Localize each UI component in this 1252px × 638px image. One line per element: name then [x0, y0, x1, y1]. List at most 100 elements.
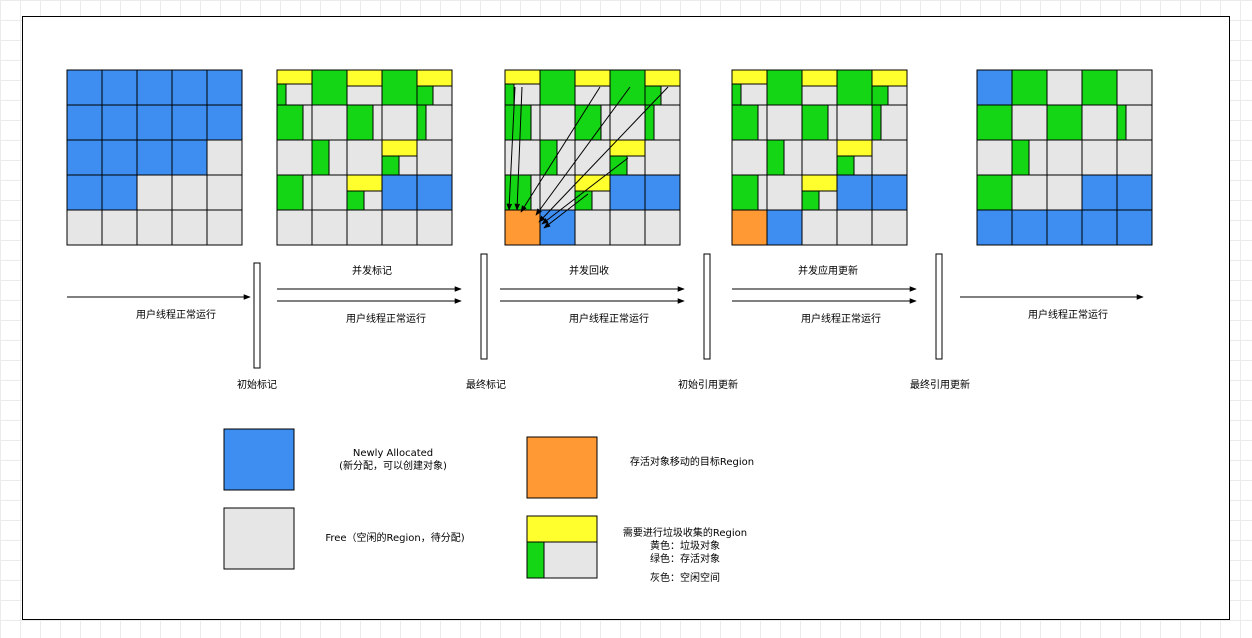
label-app-running-1: 用户线程正常运行 [136, 308, 216, 321]
legend-allocated-line1: Newly Allocated [352, 448, 434, 459]
region-cell [136, 139, 173, 176]
phase-final-mark: 最终标记 [466, 378, 506, 391]
legend-collect-yellow: 黄色：垃圾对象 [650, 541, 720, 552]
pause-bar-final-mark [480, 253, 488, 360]
region-cell [574, 209, 611, 246]
region-cell [801, 104, 838, 141]
region-cell [766, 69, 803, 106]
region-cell [206, 69, 243, 106]
region-cell [836, 104, 873, 141]
region-cell [766, 174, 803, 211]
region-cell [976, 139, 1013, 176]
region-cell [1011, 209, 1048, 246]
region-cell [801, 174, 838, 211]
legend-collect-gray: 灰色：空闲空间 [650, 573, 720, 584]
region-cell [1081, 209, 1118, 246]
region-cell [381, 104, 418, 141]
label-app-running-2: 用户线程正常运行 [346, 312, 426, 325]
region-cell [101, 69, 138, 106]
legend-swatch-collect [526, 515, 598, 579]
region-grid-1 [66, 69, 243, 246]
region-cell [276, 139, 313, 176]
region-cell [66, 174, 103, 211]
region-cell [609, 69, 646, 106]
region-cell [644, 209, 681, 246]
legend-swatch-allocated [223, 428, 295, 491]
region-cell [66, 69, 103, 106]
region-grid-3 [504, 69, 681, 246]
region-cell [171, 174, 208, 211]
region-cell [136, 104, 173, 141]
region-cell [609, 174, 646, 211]
region-cell [416, 139, 453, 176]
region-cell [871, 69, 908, 106]
label-app-running-4: 用户线程正常运行 [801, 312, 881, 325]
legend-allocated-text: Newly Allocated (新分配，可以创建对象) [318, 447, 468, 473]
region-cell [206, 139, 243, 176]
legend-swatch-free [223, 507, 295, 570]
legend-collect-title: 需要进行垃圾收集的Region [622, 528, 748, 539]
region-cell [871, 104, 908, 141]
region-cell [731, 104, 768, 141]
region-cell [871, 209, 908, 246]
region-cell [276, 69, 313, 106]
label-concurrent-evacuation: 并发回收 [569, 264, 609, 277]
region-cell [1081, 69, 1118, 106]
region-cell [504, 104, 541, 141]
region-cell [574, 139, 611, 176]
region-cell [276, 104, 313, 141]
region-cell [644, 69, 681, 106]
region-cell [346, 209, 383, 246]
region-cell [504, 209, 541, 246]
region-cell [171, 139, 208, 176]
region-cell [416, 69, 453, 106]
region-cell [836, 139, 873, 176]
region-cell [171, 69, 208, 106]
legend-swatch-target [526, 436, 598, 499]
region-cell [539, 69, 576, 106]
region-cell [206, 104, 243, 141]
region-cell [1081, 139, 1118, 176]
pause-bar-initial-update-refs [703, 253, 711, 360]
region-cell [66, 104, 103, 141]
region-cell [101, 174, 138, 211]
region-cell [731, 139, 768, 176]
region-cell [1081, 104, 1118, 141]
phase-initial-update-refs: 初始引用更新 [678, 378, 738, 391]
region-cell [311, 69, 348, 106]
region-cell [136, 209, 173, 246]
legend-free-line: Free（空闲的Region，待分配) [325, 533, 465, 544]
region-cell [276, 174, 313, 211]
region-cell [206, 174, 243, 211]
region-cell [731, 69, 768, 106]
region-cell [1116, 139, 1153, 176]
region-cell [766, 104, 803, 141]
region-cell [346, 69, 383, 106]
region-cell [1011, 104, 1048, 141]
region-cell [976, 104, 1013, 141]
region-cell [1011, 69, 1048, 106]
region-cell [136, 69, 173, 106]
region-cell [801, 69, 838, 106]
region-cell [644, 174, 681, 211]
region-cell [381, 69, 418, 106]
region-cell [976, 174, 1013, 211]
region-cell [101, 139, 138, 176]
region-cell [171, 209, 208, 246]
region-cell [731, 209, 768, 246]
region-cell [66, 209, 103, 246]
label-app-running-5: 用户线程正常运行 [1028, 308, 1108, 321]
phase-final-update-refs: 最终引用更新 [910, 378, 970, 391]
region-cell [609, 209, 646, 246]
legend-target-line: 存活对象移动的目标Region [629, 457, 755, 468]
region-cell [346, 139, 383, 176]
region-cell [836, 174, 873, 211]
region-cell [311, 104, 348, 141]
region-cell [1046, 209, 1083, 246]
region-cell [801, 209, 838, 246]
region-cell [644, 104, 681, 141]
region-cell [1116, 174, 1153, 211]
region-cell [381, 139, 418, 176]
region-cell [381, 174, 418, 211]
region-cell [416, 174, 453, 211]
